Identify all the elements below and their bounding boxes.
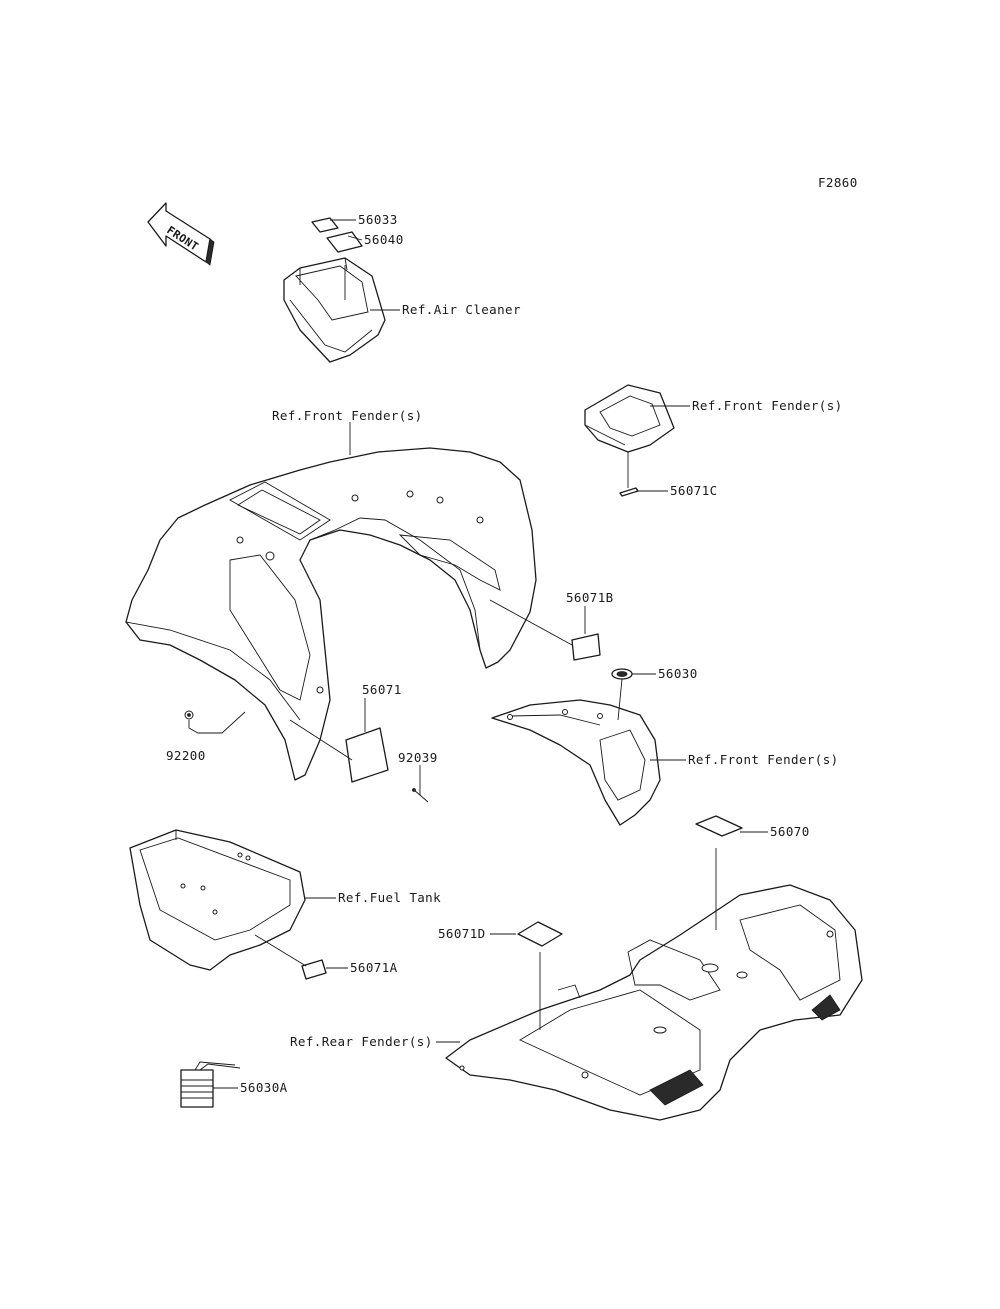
front-arrow-icon: FRONT (147, 202, 215, 266)
decal-56033 (311, 217, 339, 233)
decal-56071d (517, 921, 563, 947)
washer-56030 (611, 668, 633, 680)
grommet-92200 (184, 710, 194, 720)
decal-56071b (571, 633, 601, 661)
label-56071: 56071 (362, 682, 402, 697)
air-cleaner-cover (283, 257, 386, 363)
decal-56071a (301, 959, 327, 980)
label-ref-fuel-tank: Ref.Fuel Tank (338, 890, 441, 905)
front-fender-main (125, 447, 537, 781)
label-56070: 56070 (770, 824, 810, 839)
label-56071d: 56071D (438, 926, 486, 941)
label-56071c: 56071C (670, 483, 718, 498)
label-56033: 56033 (358, 212, 398, 227)
label-92200: 92200 (166, 748, 206, 763)
label-ref-front-fender-right: Ref.Front Fender(s) (692, 398, 843, 413)
label-56071b: 56071B (566, 590, 614, 605)
clip-92039 (412, 788, 429, 803)
fuel-tank-cover (129, 829, 306, 971)
tab-56071c (619, 487, 639, 497)
figure-id: F2860 (818, 175, 858, 190)
front-fender-cover-small (584, 384, 675, 453)
label-ref-front-fender-top: Ref.Front Fender(s) (272, 408, 423, 423)
label-56030: 56030 (658, 666, 698, 681)
label-92039: 92039 (398, 750, 438, 765)
front-fender-inner (491, 699, 661, 826)
warning-tag-56030a (180, 1061, 241, 1108)
leader-lines (188, 219, 768, 1089)
decal-56040 (326, 231, 363, 253)
label-56071a: 56071A (350, 960, 398, 975)
label-56030a: 56030A (240, 1080, 288, 1095)
label-ref-rear-fender: Ref.Rear Fender(s) (290, 1034, 433, 1049)
decal-56070 (695, 815, 743, 837)
label-56040: 56040 (364, 232, 404, 247)
rear-fender (445, 884, 863, 1121)
label-ref-air-cleaner: Ref.Air Cleaner (402, 302, 521, 317)
decal-56071 (345, 727, 389, 783)
label-ref-front-fender-mid: Ref.Front Fender(s) (688, 752, 839, 767)
